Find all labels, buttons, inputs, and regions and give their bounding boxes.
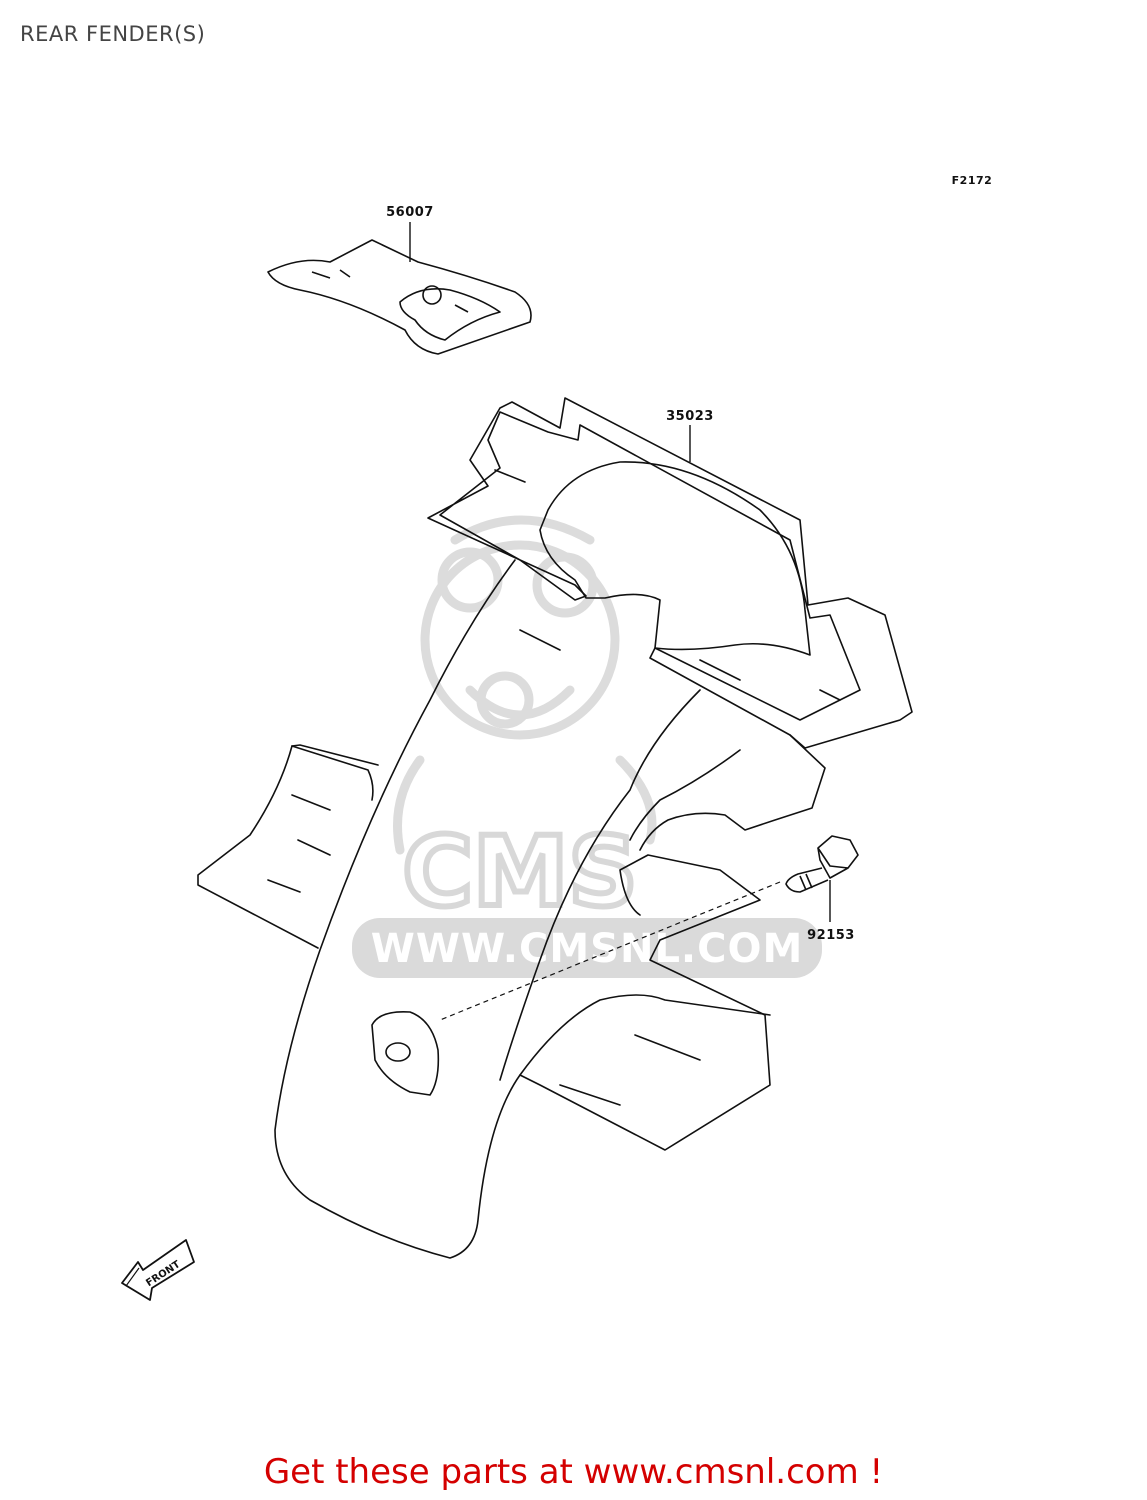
part-rear-fender-35023: [197, 397, 913, 1259]
front-arrow-icon: FRONT: [121, 1239, 195, 1301]
figure-code: F2172: [952, 174, 993, 187]
watermark-url-banner: [352, 918, 822, 978]
watermark-mascot-icon: [393, 515, 657, 855]
watermark-url: WWW.CMSNL.COM: [371, 926, 804, 972]
bolt-path-dashed: [439, 881, 781, 1021]
part-pad-56007: [267, 239, 532, 355]
watermark: CMS WWW.CMSNL.COM: [352, 515, 822, 978]
page-title: REAR FENDER(S): [20, 22, 206, 46]
promo-link[interactable]: Get these parts at www.cmsnl.com !: [263, 1452, 884, 1492]
callout-35023: 35023: [666, 409, 714, 424]
callout-56007: 56007: [386, 205, 434, 220]
callout-92153: 92153: [807, 928, 855, 943]
part-bolt-92153: [785, 835, 859, 893]
watermark-logo: CMS: [402, 816, 637, 928]
